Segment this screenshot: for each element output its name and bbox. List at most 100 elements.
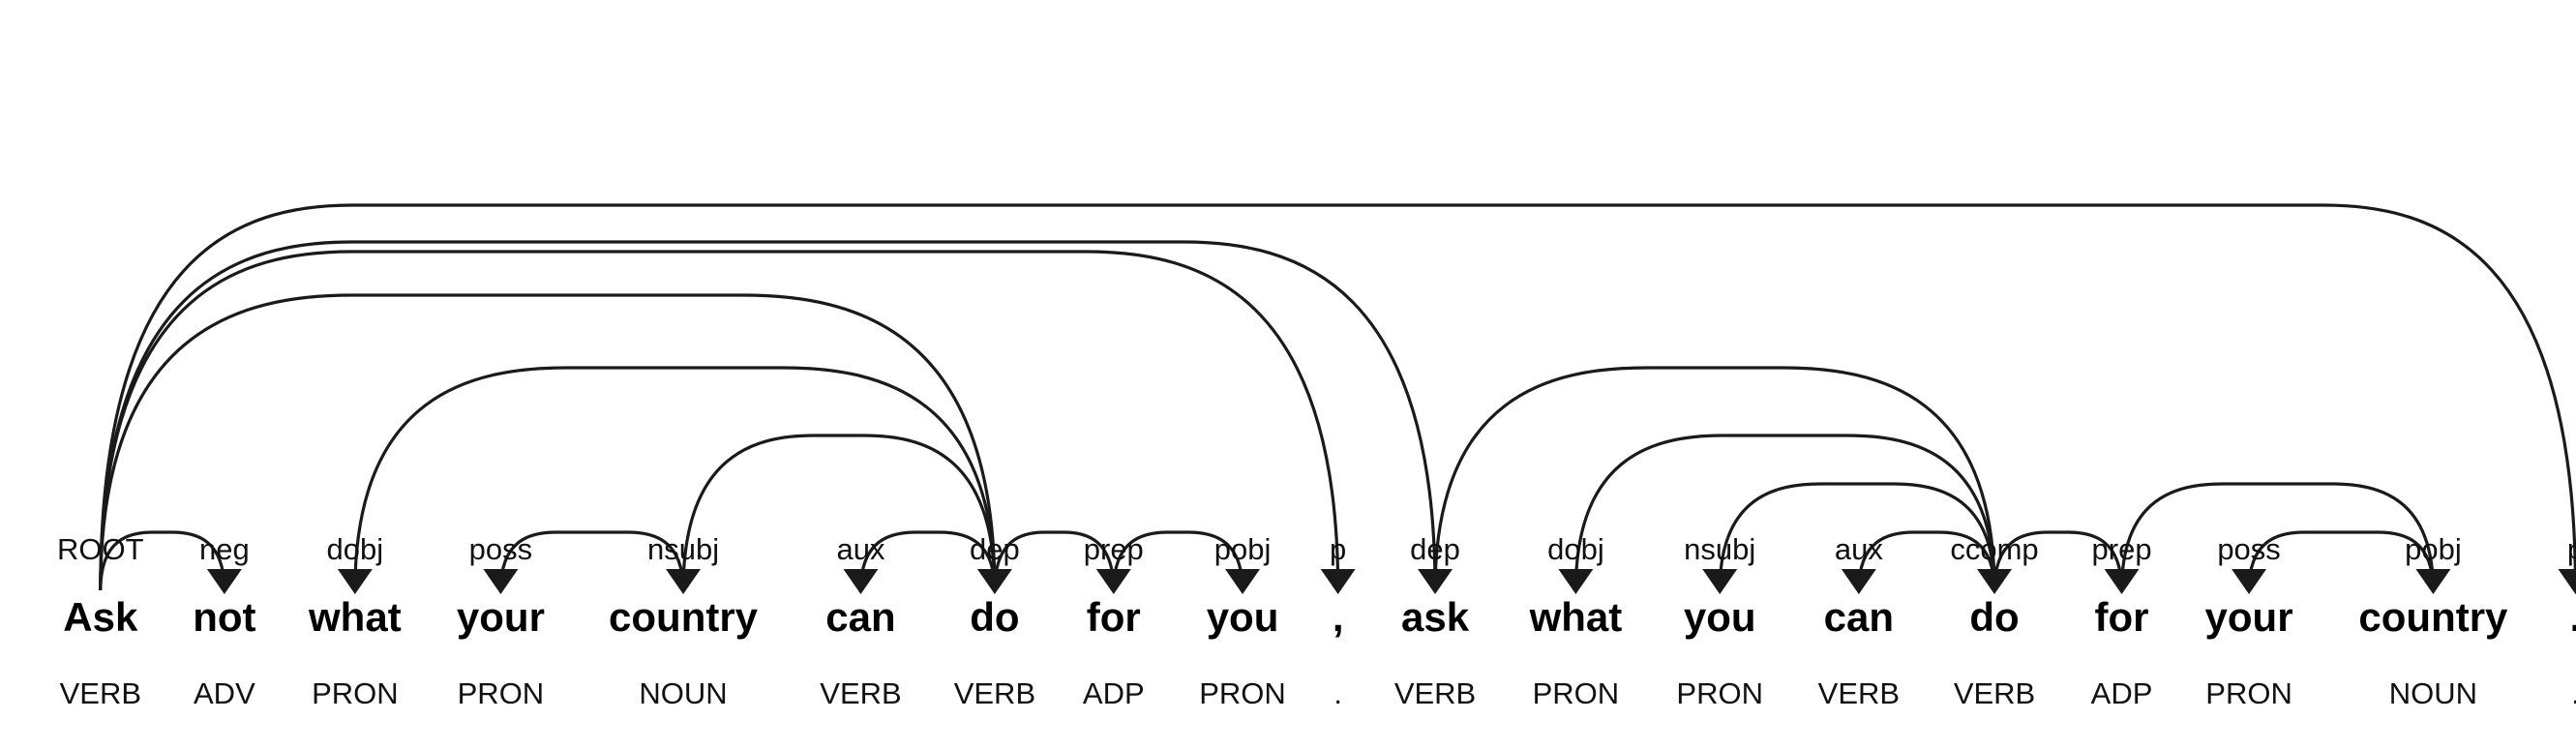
token-word[interactable]: , bbox=[1333, 594, 1344, 640]
dep-relation-label: neg bbox=[199, 532, 250, 566]
dependency-arc[interactable] bbox=[843, 530, 997, 594]
pos-tag: ADP bbox=[1083, 676, 1145, 710]
pos-tag: ADP bbox=[2091, 676, 2153, 710]
dep-relation-label: poss bbox=[469, 532, 532, 566]
token-word[interactable]: ask bbox=[1401, 594, 1470, 640]
token-word[interactable]: do bbox=[970, 594, 1019, 640]
dep-relation-label: nsubj bbox=[1684, 532, 1755, 566]
dependency-arc[interactable] bbox=[337, 366, 997, 594]
dependency-arc[interactable] bbox=[483, 530, 685, 594]
dep-relation-label: dep bbox=[970, 532, 1020, 566]
dep-relation-label: ROOT bbox=[57, 532, 144, 566]
arrow-head bbox=[483, 569, 519, 594]
pos-tag: VERB bbox=[954, 676, 1035, 710]
pos-tag: PRON bbox=[1533, 676, 1620, 710]
arc-curve bbox=[1992, 530, 2124, 591]
dependency-arc[interactable] bbox=[666, 434, 997, 594]
pos-tag: NOUN bbox=[2389, 676, 2477, 710]
arc-curve bbox=[1718, 482, 1996, 591]
arrow-head bbox=[1841, 569, 1876, 594]
dependency-arc[interactable] bbox=[99, 250, 1356, 594]
pos-tag: VERB bbox=[820, 676, 901, 710]
arc-curve bbox=[498, 530, 685, 591]
arrow-head bbox=[2415, 569, 2451, 594]
token-word[interactable]: for bbox=[2095, 594, 2149, 640]
pos-tag: PRON bbox=[2205, 676, 2292, 710]
pos-tag: VERB bbox=[1954, 676, 2035, 710]
arc-curve bbox=[1573, 434, 1996, 591]
token-word[interactable]: Ask bbox=[63, 594, 138, 640]
token-word[interactable]: you bbox=[1207, 594, 1279, 640]
dependency-arc[interactable] bbox=[2119, 482, 2451, 594]
token-word[interactable]: your bbox=[2205, 594, 2293, 640]
pos-tag: PRON bbox=[1676, 676, 1763, 710]
arc-curve bbox=[681, 434, 997, 591]
arrow-head bbox=[1558, 569, 1594, 594]
arrow-head bbox=[337, 569, 373, 594]
dependency-arc[interactable] bbox=[2232, 530, 2436, 594]
token-word[interactable]: not bbox=[193, 594, 255, 640]
dep-relation-label: ccomp bbox=[1950, 532, 2038, 566]
arc-curve bbox=[1857, 530, 1996, 591]
pos-tag: PRON bbox=[312, 676, 399, 710]
token-word[interactable]: do bbox=[1969, 594, 2019, 640]
token-word[interactable]: what bbox=[1529, 594, 1623, 640]
dependency-arc[interactable] bbox=[1112, 530, 1261, 594]
dependency-arc[interactable] bbox=[99, 203, 2576, 594]
arc-curve bbox=[99, 530, 226, 591]
token-word[interactable]: for bbox=[1087, 594, 1141, 640]
arrow-head bbox=[666, 569, 702, 594]
token-word[interactable]: your bbox=[457, 594, 545, 640]
dependency-arc[interactable] bbox=[1841, 530, 1996, 594]
dep-relation-label: dobj bbox=[327, 532, 384, 566]
token-column[interactable]: p,. bbox=[1330, 532, 1346, 710]
arrow-head bbox=[2558, 569, 2576, 594]
dep-relation-label: p bbox=[1330, 532, 1346, 566]
arrow-head bbox=[1225, 569, 1261, 594]
arc-curve bbox=[2119, 482, 2436, 591]
arrow-head bbox=[1320, 569, 1356, 594]
pos-tag: PRON bbox=[1199, 676, 1286, 710]
token-word[interactable]: country bbox=[609, 594, 759, 640]
token-word[interactable]: what bbox=[308, 594, 402, 640]
pos-tag: ADV bbox=[194, 676, 255, 710]
pos-tag: . bbox=[2571, 676, 2576, 710]
dependency-arc[interactable] bbox=[99, 530, 242, 594]
dep-relation-label: dobj bbox=[1547, 532, 1604, 566]
token-word[interactable]: can bbox=[1824, 594, 1894, 640]
token-column[interactable]: p.. bbox=[2567, 532, 2576, 710]
pos-tag: NOUN bbox=[639, 676, 727, 710]
dep-relation-label: prep bbox=[2092, 532, 2152, 566]
pos-tag: PRON bbox=[458, 676, 545, 710]
dep-relation-label: aux bbox=[1835, 532, 1883, 566]
arc-curve bbox=[353, 366, 997, 591]
token-word[interactable]: you bbox=[1684, 594, 1756, 640]
token-word[interactable]: country bbox=[2358, 594, 2508, 640]
dependency-arc[interactable] bbox=[1702, 482, 1996, 594]
pos-tag: VERB bbox=[60, 676, 141, 710]
dependency-arc[interactable] bbox=[1558, 434, 1996, 594]
token-word[interactable]: can bbox=[825, 594, 895, 640]
dep-relation-label: p bbox=[2567, 532, 2576, 566]
pos-tag: VERB bbox=[1818, 676, 1900, 710]
arrow-head bbox=[2232, 569, 2267, 594]
token-word[interactable]: . bbox=[2570, 594, 2576, 640]
